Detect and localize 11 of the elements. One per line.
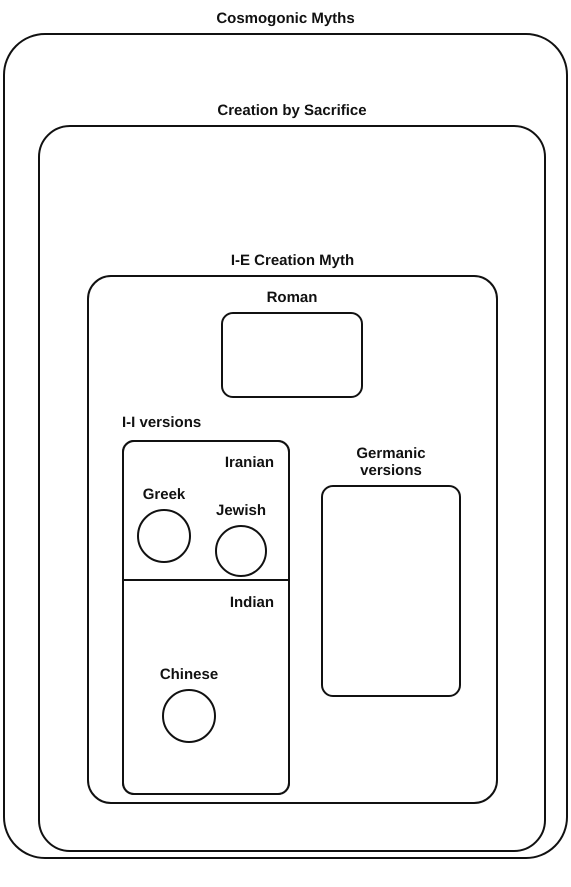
group-label: Iranian <box>224 454 274 472</box>
group-label: Roman <box>266 288 318 306</box>
group-label: Jewish <box>214 502 268 519</box>
group-label: Creation by Sacrifice <box>216 102 368 119</box>
group-label: Indian <box>230 594 274 612</box>
group-label: Greek <box>142 486 186 503</box>
group-label: Chinese <box>158 666 220 683</box>
group-label: I-E Creation Myth <box>230 252 356 269</box>
group-label: Germanic versions <box>355 444 427 479</box>
group-label: Cosmogonic Myths <box>215 10 356 27</box>
group-label: I-I versions <box>122 414 202 432</box>
